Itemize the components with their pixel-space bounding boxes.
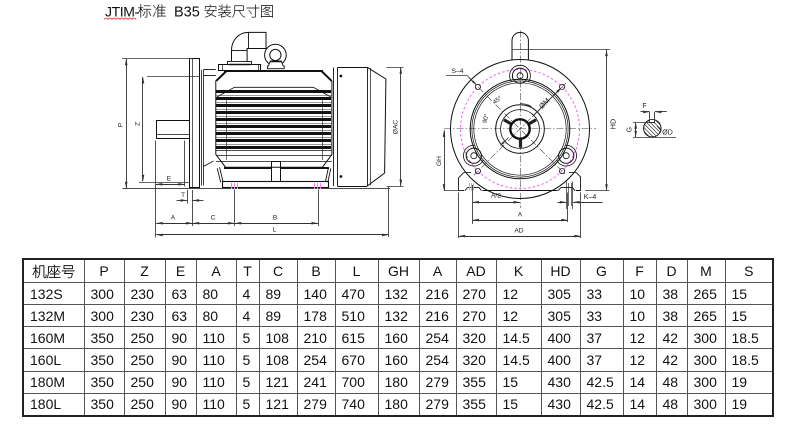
svg-text:B: B: [273, 214, 278, 221]
svg-text:ØD: ØD: [662, 129, 673, 136]
svg-text:A: A: [171, 214, 176, 221]
svg-text:F: F: [642, 103, 646, 110]
svg-text:AD: AD: [514, 228, 523, 235]
svg-text:C: C: [211, 214, 216, 221]
svg-text:T: T: [181, 192, 185, 199]
svg-text:E: E: [167, 176, 172, 183]
svg-text:HD: HD: [609, 119, 618, 129]
svg-text:45°: 45°: [492, 94, 504, 106]
svg-text:JTIM-: JTIM-: [105, 4, 140, 20]
svg-text:90°: 90°: [481, 113, 490, 124]
svg-text:A/2: A/2: [491, 193, 501, 200]
svg-text:ØM: ØM: [537, 96, 552, 111]
svg-text:ØAC: ØAC: [393, 120, 400, 135]
svg-text:K–4: K–4: [584, 194, 597, 201]
svg-text:GH: GH: [436, 156, 443, 166]
svg-text:S–4: S–4: [451, 68, 463, 75]
svg-text:P: P: [118, 122, 125, 127]
svg-text:A: A: [518, 212, 523, 219]
svg-text:Z: Z: [135, 122, 142, 126]
svg-text:L: L: [273, 226, 277, 233]
svg-text:B35: B35: [174, 5, 200, 21]
svg-text:G: G: [627, 127, 634, 132]
